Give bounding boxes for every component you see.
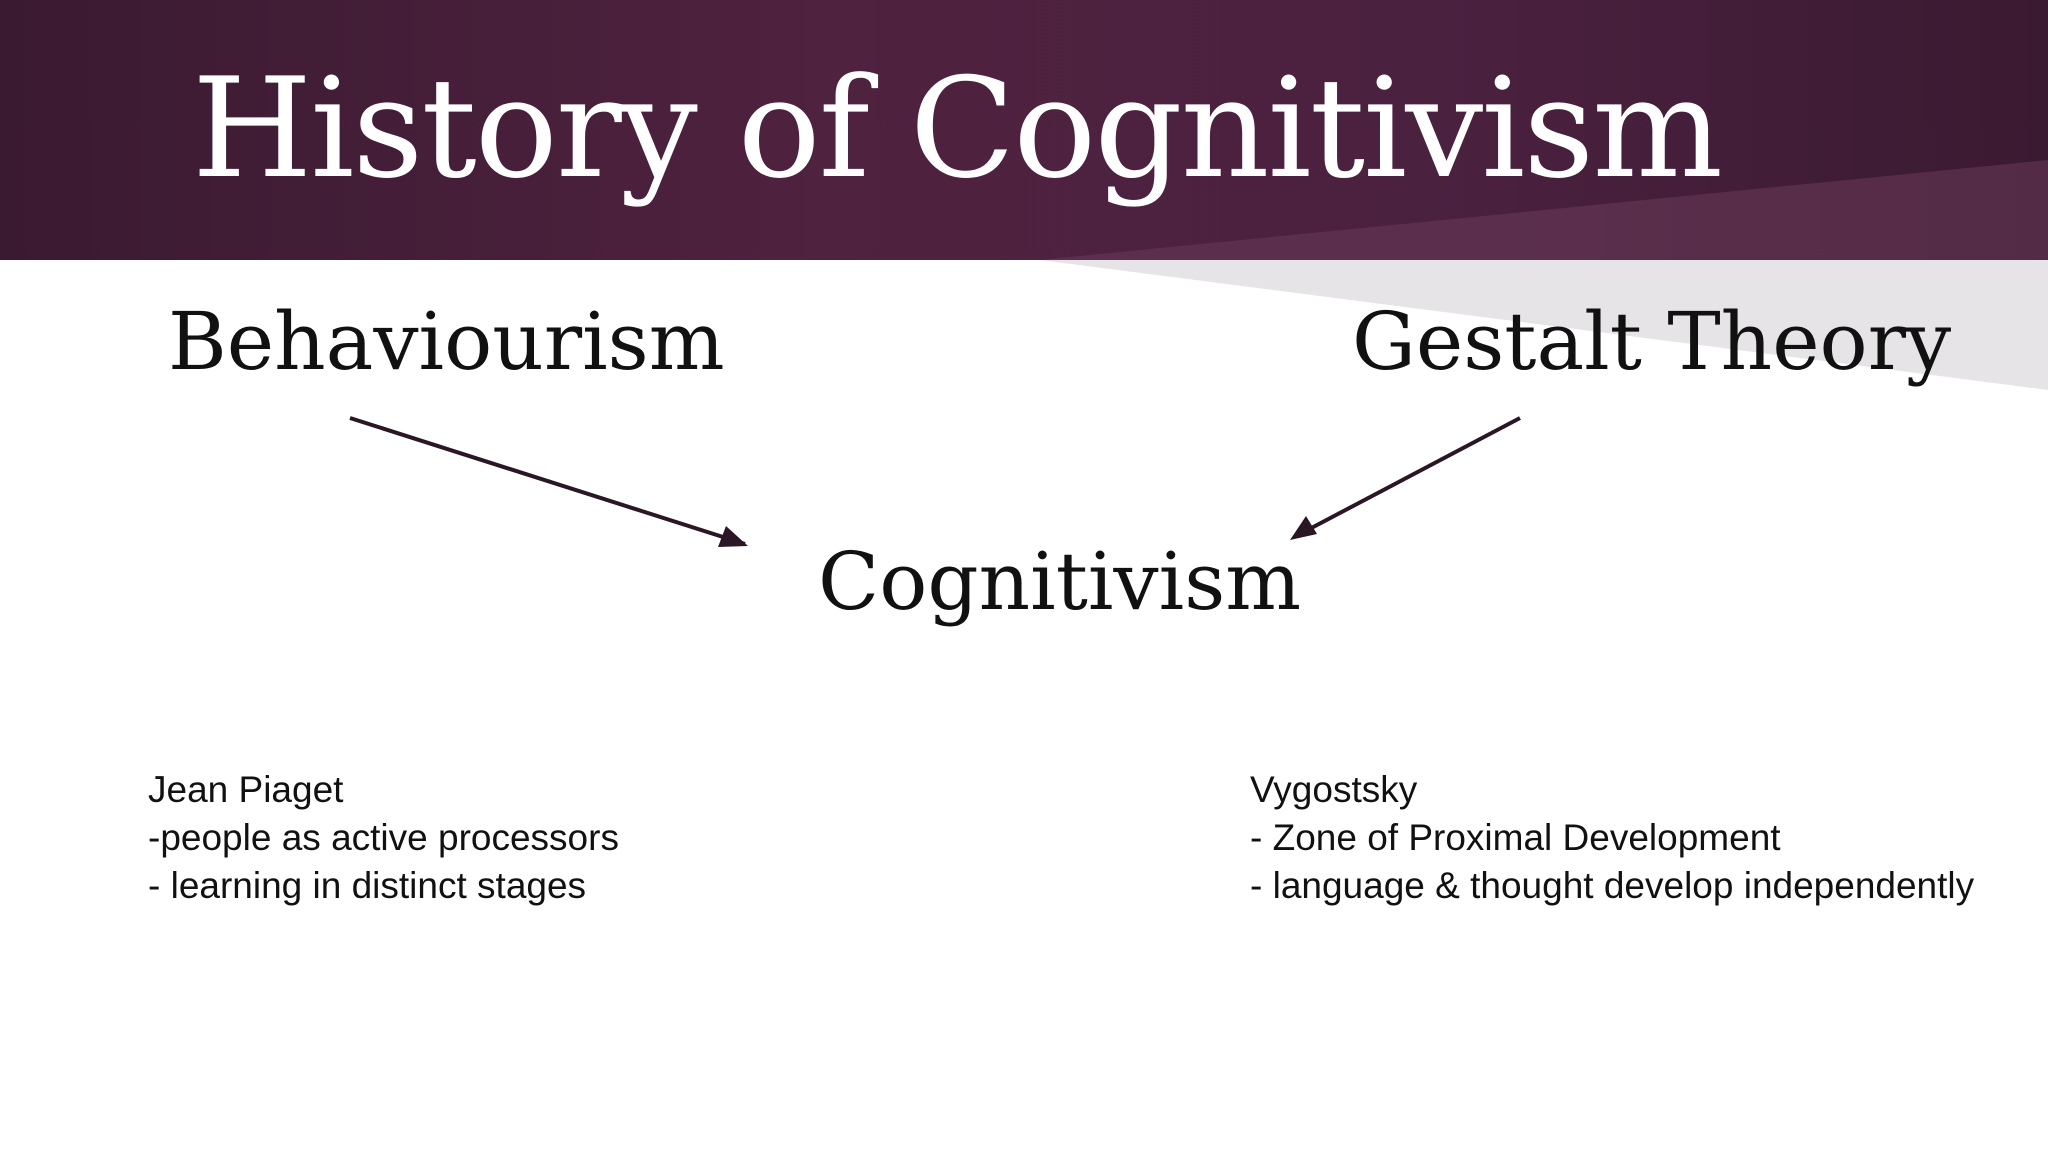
gestalt-theory-label: Gestalt Theory [1352,295,1952,388]
piaget-point-2: - learning in distinct stages [148,865,587,906]
piaget-point-1: -people as active processors [148,817,619,858]
left-arrow [349,416,746,546]
vygotsky-point-2: - language & thought develop independent… [1250,865,1975,906]
slide-title: History of Cognitivism [192,48,1723,209]
vygotsky-heading: Vygostsky [1250,769,1418,810]
vygotsky-point-1: - Zone of Proximal Development [1250,817,1781,858]
piaget-notes: Jean Piaget -people as active processors… [148,766,619,910]
behaviourism-label: Behaviourism [168,295,725,388]
cognitivism-label: Cognitivism [818,535,1302,628]
left-arrow-head [718,526,748,547]
vygotsky-notes: Vygostsky - Zone of Proximal Development… [1250,766,1974,910]
piaget-heading: Jean Piaget [148,769,344,810]
right-arrow [1299,416,1521,536]
